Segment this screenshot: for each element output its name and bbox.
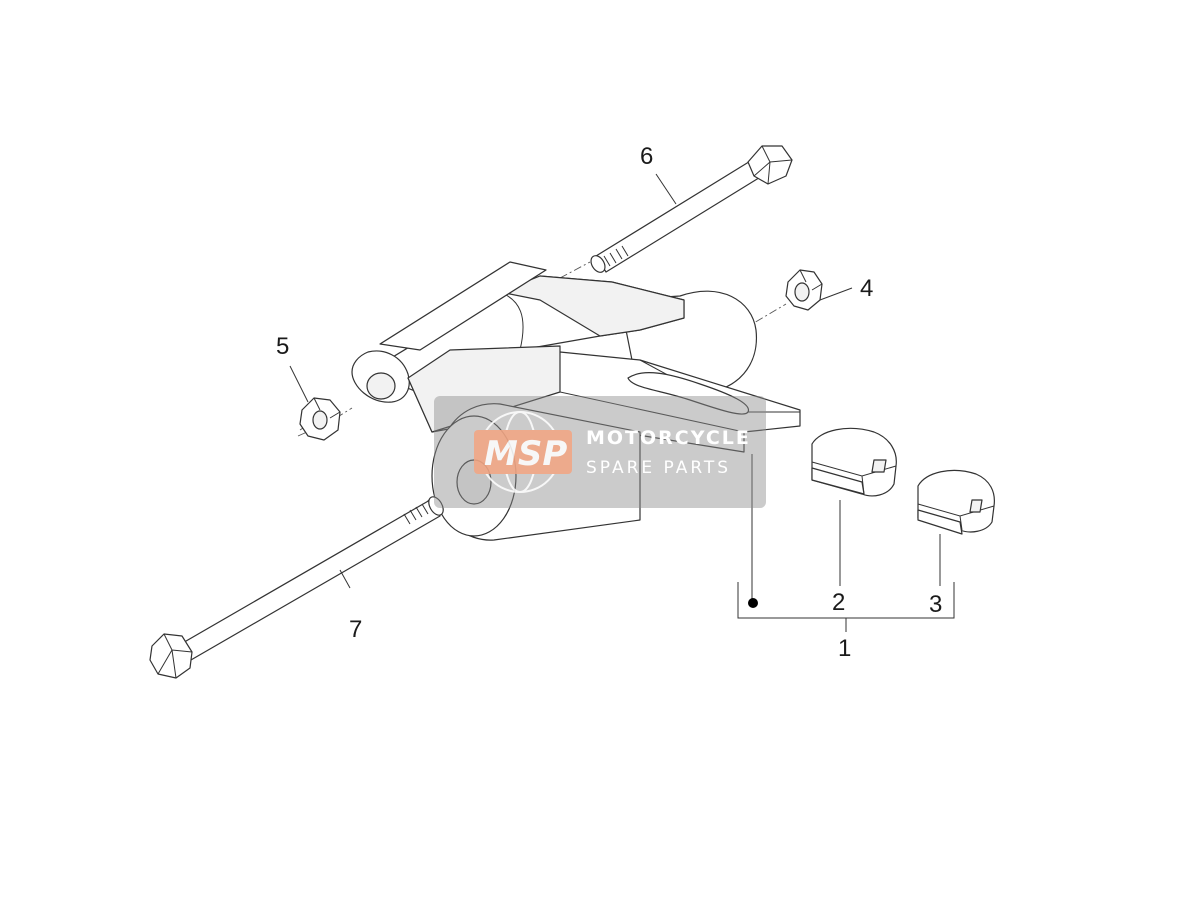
callout-5: 5 (276, 333, 289, 360)
bushing-3 (917, 469, 995, 535)
watermark-logo: MSP (474, 411, 572, 493)
leader-lines (289, 173, 955, 632)
callout-7: 7 (349, 616, 362, 643)
callout-6: 6 (640, 143, 653, 170)
callout-1: 1 (838, 635, 851, 662)
callout-3: 3 (929, 591, 942, 618)
watermark: MSP MOTORCYCLE SPARE PARTS (434, 396, 766, 508)
bolt-6 (559, 145, 793, 279)
callout-2: 2 (832, 589, 845, 616)
callout-4: 4 (860, 275, 873, 302)
watermark-subtitle: SPARE PARTS (586, 458, 731, 478)
swing-arm (299, 261, 801, 541)
bolt-7 (149, 496, 444, 679)
bushing-2 (811, 427, 897, 497)
watermark-title: MOTORCYCLE (586, 427, 751, 449)
watermark-logo-text: MSP (484, 434, 567, 474)
assembly-dot (748, 598, 758, 608)
nut-5 (297, 397, 353, 441)
callouts: 6 4 5 7 2 3 1 (276, 143, 942, 662)
